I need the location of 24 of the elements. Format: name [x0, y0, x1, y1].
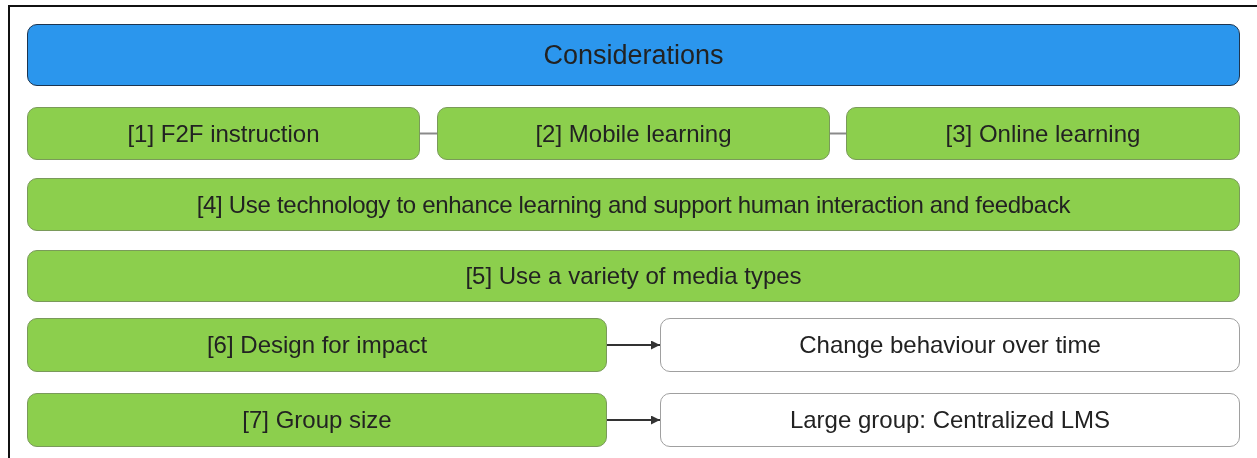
outcome-box: [660, 318, 1240, 372]
connector-line: [829, 132, 847, 135]
box-label: [4] Use technology to enhance learning and support human interaction and feedback: [196, 190, 1071, 219]
process-box: [437, 107, 830, 160]
box-label: [6] Design for impact: [206, 331, 428, 359]
box-label: [5] Use a variety of media types: [465, 262, 802, 290]
header-box: [27, 24, 1240, 86]
process-box: [27, 107, 420, 160]
box-label: [2] Mobile learning: [535, 119, 732, 148]
box-label: [7] Group size: [242, 406, 392, 434]
box-label: [1] F2F instruction: [127, 119, 320, 148]
process-box: [27, 393, 607, 447]
box-label: Change behaviour over time: [799, 331, 1101, 359]
arrow: [606, 340, 661, 350]
outcome-box: [660, 393, 1240, 447]
process-box: [27, 250, 1240, 302]
box-label: [3] Online learning: [945, 119, 1141, 148]
box-label: Considerations: [543, 39, 724, 71]
box-label: Large group: Centralized LMS: [789, 406, 1111, 434]
process-box: [27, 178, 1240, 231]
arrow: [606, 415, 661, 425]
process-box: [27, 318, 607, 372]
connector-line: [419, 132, 438, 135]
process-box: [846, 107, 1240, 160]
